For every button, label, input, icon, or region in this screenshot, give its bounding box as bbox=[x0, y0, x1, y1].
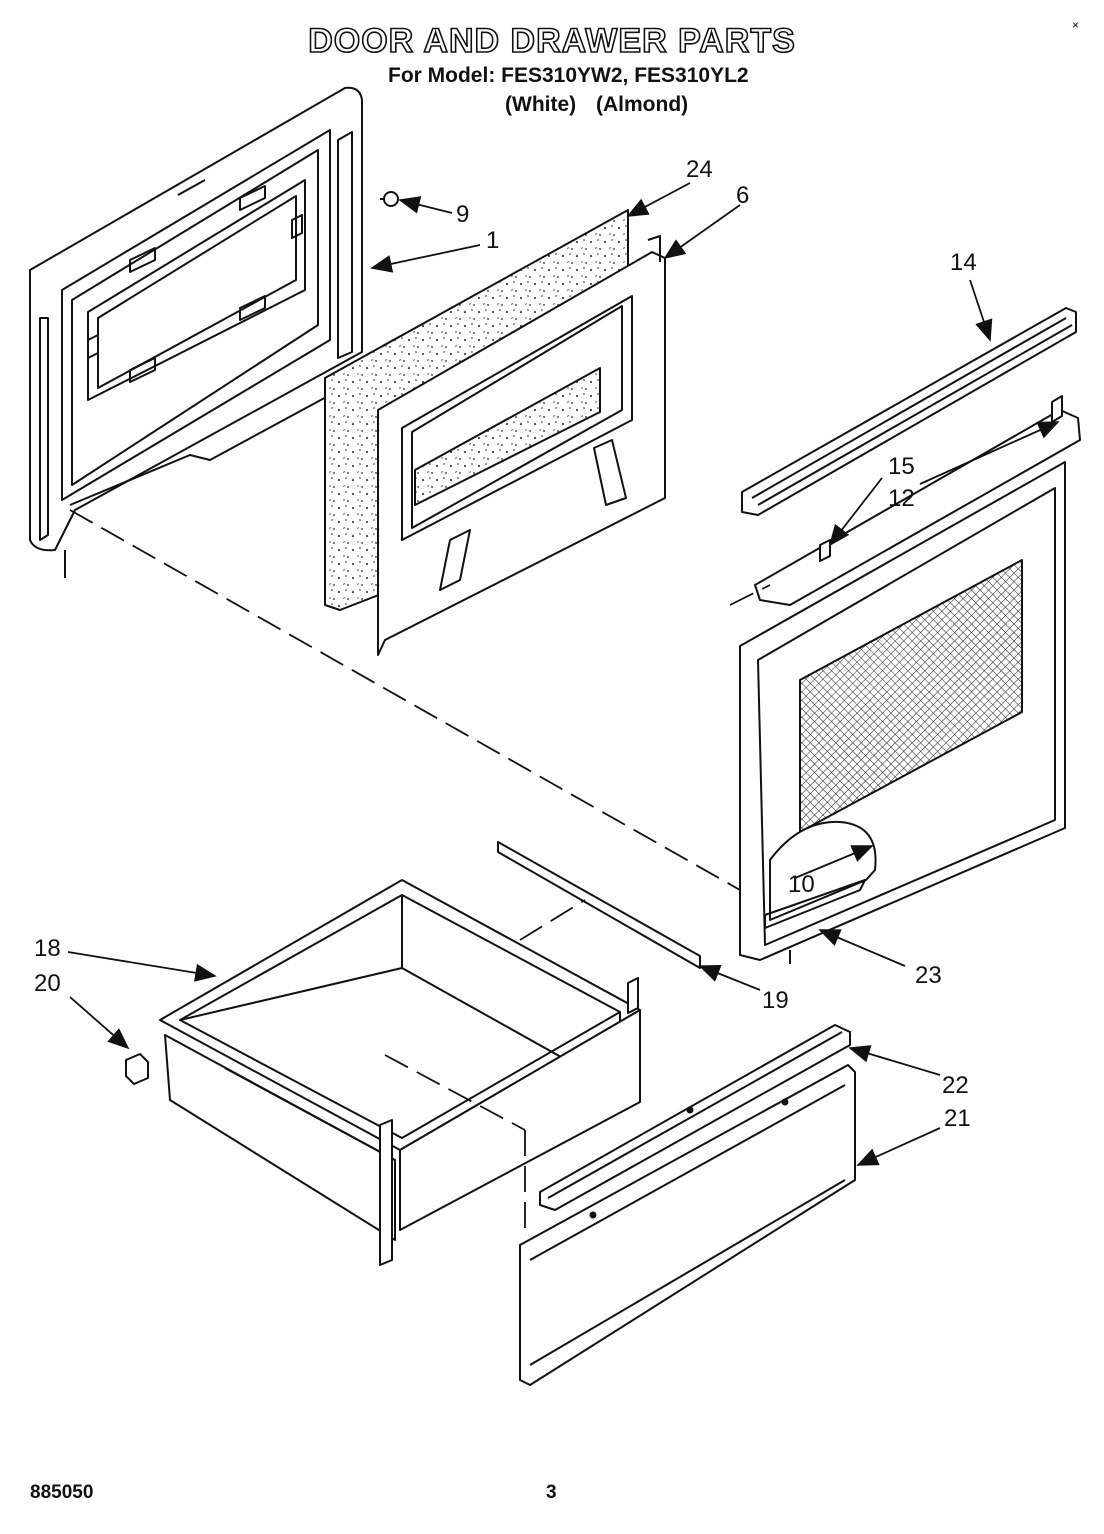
callout-18: 18 bbox=[34, 935, 61, 962]
assembly-lines bbox=[69, 509, 771, 1230]
callout-24: 24 bbox=[686, 156, 713, 183]
color-white: (White) bbox=[505, 93, 577, 116]
callout-20: 20 bbox=[34, 970, 61, 997]
callout-10: 10 bbox=[788, 871, 815, 898]
callout-14: 14 bbox=[950, 249, 977, 276]
drawer-body bbox=[159, 879, 641, 1266]
color-almond: (Almond) bbox=[596, 93, 689, 116]
color-variants: (White) (Almond) bbox=[505, 93, 702, 117]
callout-19: 19 bbox=[762, 987, 789, 1014]
drawer-outer-panel bbox=[519, 1064, 856, 1386]
callout-1: 1 bbox=[486, 227, 499, 254]
inner-door-liner bbox=[377, 235, 666, 656]
hinge-rail bbox=[754, 395, 1081, 606]
diagram-title: DOOR AND DRAWER PARTS bbox=[307, 21, 796, 61]
outer-door-panel bbox=[29, 86, 363, 578]
leader-arrows bbox=[67, 182, 1060, 1166]
drawer-trim-bar bbox=[539, 1024, 851, 1211]
drawer-front-panel bbox=[739, 461, 1066, 964]
screw-part bbox=[380, 191, 399, 207]
model-line: For Model: FES310YW2, FES310YL2 bbox=[388, 64, 749, 87]
door-trim-rail bbox=[741, 307, 1077, 516]
callout-9: 9 bbox=[456, 201, 469, 228]
callout-6: 6 bbox=[736, 182, 749, 209]
callout-23: 23 bbox=[915, 962, 942, 989]
drawer-clip bbox=[125, 1053, 149, 1085]
callout-22: 22 bbox=[942, 1072, 969, 1099]
callout-12: 12 bbox=[888, 485, 915, 512]
callout-15: 15 bbox=[888, 453, 915, 480]
callout-21: 21 bbox=[944, 1105, 971, 1132]
page-number: 3 bbox=[546, 1482, 557, 1503]
corner-mark: × bbox=[1072, 18, 1080, 32]
document-number: 885050 bbox=[30, 1482, 94, 1503]
